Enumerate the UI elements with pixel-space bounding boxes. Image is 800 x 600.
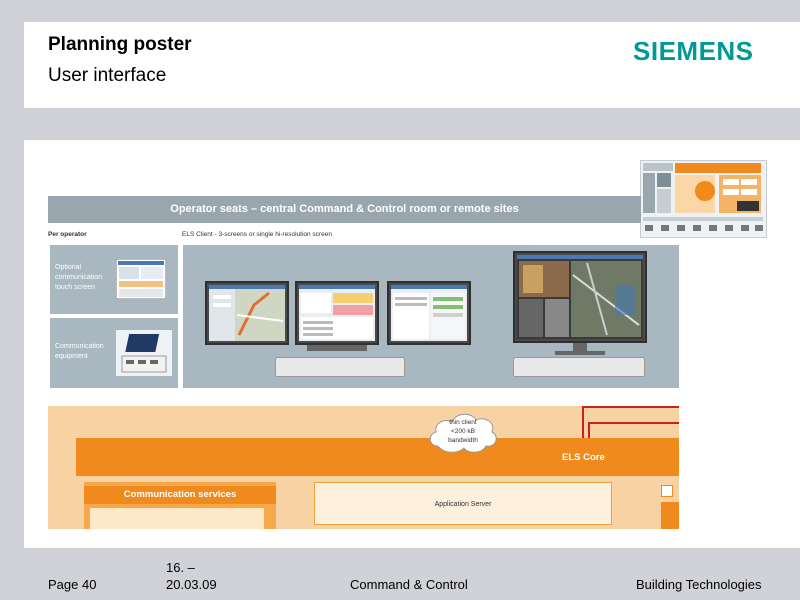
poster-thumbnail	[640, 160, 767, 238]
touch-screen-line-2: communication	[55, 274, 103, 281]
slide-title: Planning poster	[48, 34, 192, 55]
poster-thumbnail-image	[643, 163, 763, 231]
touch-screen-image	[116, 259, 166, 299]
siemens-logo: SIEMENS	[633, 36, 754, 66]
per-operator-label: Per operator	[48, 231, 87, 238]
date-line-1: 16. –	[166, 560, 195, 575]
monitor-3	[387, 281, 471, 345]
date-line-2: 20.03.09	[166, 577, 217, 592]
comm-equipment-image	[116, 330, 172, 376]
operator-seats-band: Operator seats – central Command & Contr…	[48, 196, 641, 223]
monitor-1	[205, 281, 289, 345]
monitor-2	[295, 281, 379, 345]
els-client-label: ELS Client - 3-screens or single hi-reso…	[182, 231, 332, 238]
form-screen-3	[391, 285, 467, 339]
touch-screen-line-3: touch screen	[55, 284, 96, 291]
map-screen-1	[209, 285, 285, 341]
footer-division: Building Technologies	[636, 577, 762, 592]
application-server-box: Application Server	[314, 482, 612, 525]
cloud-line-1: thin client	[449, 419, 477, 426]
slide-subtitle: User interface	[48, 65, 167, 86]
els-core-area: ELS Core thin client <200 kB bandwidth C…	[48, 406, 679, 529]
comm-equipment-line-1: Communication	[55, 343, 104, 350]
hi-res-monitor	[513, 251, 647, 343]
communication-equipment-box: Communication equipment	[50, 318, 178, 388]
touch-screen-line-1: Optional	[55, 264, 82, 271]
footer-title: Command & Control	[350, 577, 468, 592]
page-number: Page 40	[48, 577, 97, 592]
communication-services-title: Communication services	[84, 486, 276, 504]
cloud-line-3: bandwidth	[448, 437, 478, 444]
cloud-line-2: <200 kB	[450, 428, 476, 435]
communication-services-box: Communication services	[84, 482, 276, 529]
slide-content: Operator seats – central Command & Contr…	[24, 140, 800, 548]
els-core-label: ELS Core	[562, 452, 605, 463]
planning-poster: Operator seats – central Command & Contr…	[48, 196, 679, 529]
keyboard-1	[275, 357, 405, 377]
comm-equipment-line-2: equipment	[55, 353, 88, 360]
table-screen-2	[299, 285, 375, 339]
cloud-text: thin client <200 kB bandwidth	[424, 418, 502, 445]
slide-header: Planning poster User interface SIEMENS	[24, 22, 800, 108]
touch-screen-box: Optional communication touch screen	[50, 245, 178, 314]
els-core-bar	[76, 438, 679, 476]
keyboard-2	[513, 357, 645, 377]
els-client-panel	[183, 245, 679, 388]
video-map-screen	[517, 255, 643, 337]
thin-client-cloud-icon	[429, 413, 497, 453]
